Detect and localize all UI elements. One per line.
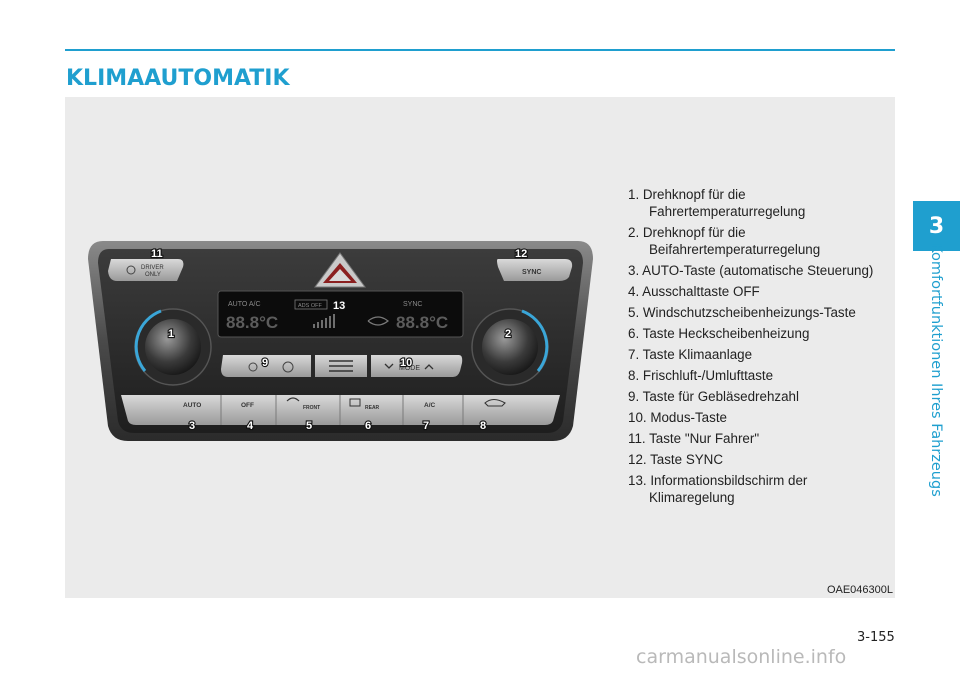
svg-text:AUTO A/C: AUTO A/C [228, 301, 261, 308]
watermark: carmanualsonline.info [636, 646, 847, 668]
callout-5: 5 [306, 420, 312, 432]
hazard-button[interactable] [314, 252, 366, 288]
svg-text:SYNC: SYNC [403, 301, 422, 308]
svg-text:REAR: REAR [365, 405, 380, 411]
climate-info-display: AUTO A/C ADS OFF SYNC 88.8°C 88.8°C [217, 290, 464, 338]
legend-item: 6. Taste Heckscheibenheizung [628, 326, 810, 341]
driver-temperature-knob[interactable] [134, 308, 212, 386]
top-rule [65, 49, 895, 51]
ac-button[interactable]: A/C [424, 402, 436, 409]
svg-text:88.8°C: 88.8°C [396, 313, 448, 332]
legend-list: 1. Drehknopf für die Fahrertemperaturreg… [628, 186, 893, 510]
driver-only-button[interactable]: DRIVER ONLY [108, 259, 184, 281]
svg-text:ADS OFF: ADS OFF [298, 303, 322, 309]
legend-item: 11. Taste "Nur Fahrer" [628, 431, 760, 446]
callout-numbers: 1 2 3 4 5 6 7 8 9 10 11 12 13 [150, 247, 528, 433]
section-title: KLIMAAUTOMATIK [66, 66, 290, 91]
front-defrost-button[interactable]: FRONT [286, 397, 320, 411]
callout-6: 6 [365, 420, 371, 432]
callout-7: 7 [423, 420, 429, 432]
sync-button[interactable]: SYNC [497, 259, 573, 281]
svg-text:DRIVER: DRIVER [141, 265, 164, 271]
callout-8: 8 [480, 420, 486, 432]
passenger-temperature-knob[interactable] [471, 308, 549, 386]
legend-item: 3. AUTO-Taste (automatische Steuerung) [628, 263, 874, 278]
svg-text:FRONT: FRONT [303, 405, 320, 411]
chapter-number-tab: 3 [913, 201, 960, 251]
legend-item: 12. Taste SYNC [628, 452, 724, 467]
callout-10: 10 [400, 357, 412, 369]
center-vent [315, 355, 367, 377]
svg-text:88.8°C: 88.8°C [226, 313, 278, 332]
callout-3: 3 [189, 420, 195, 432]
climate-figure: DRIVER ONLY SYNC AUTO A/C ADS OFF SYNC 8… [65, 97, 895, 598]
legend-item: 1. Drehknopf für die Fahrertemperaturreg… [628, 187, 806, 219]
rear-defrost-button[interactable]: REAR [349, 398, 380, 411]
off-button[interactable]: OFF [241, 402, 254, 409]
callout-11: 11 [151, 248, 163, 260]
climate-control-panel: DRIVER ONLY SYNC AUTO A/C ADS OFF SYNC 8… [88, 241, 593, 441]
figure-code: OAE046300L [826, 584, 893, 596]
callout-9: 9 [262, 357, 268, 369]
legend-item: 9. Taste für Gebläsedrehzahl [628, 389, 799, 404]
svg-text:MODE: MODE [399, 365, 420, 372]
fan-speed-button[interactable] [221, 355, 311, 377]
legend-item: 8. Frischluft-/Umlufttaste [628, 368, 774, 383]
svg-text:SYNC: SYNC [522, 269, 541, 276]
callout-13: 13 [333, 300, 345, 312]
recirculation-button[interactable] [484, 398, 506, 407]
bottom-button-row [121, 395, 560, 425]
legend-item: 2. Drehknopf für die Beifahrertemperatur… [628, 225, 821, 257]
legend-item: 7. Taste Klimaanlage [628, 347, 753, 362]
legend-item: 10. Modus-Taste [628, 410, 727, 425]
callout-1: 1 [168, 328, 174, 340]
chapter-title: Komfortfunktionen Ihres Fahrzeugs [928, 243, 944, 497]
legend-item: 13. Informationsbildschirm der Klimarege… [628, 473, 808, 505]
page-number: 3-155 [857, 630, 895, 645]
auto-button[interactable]: AUTO [183, 402, 201, 409]
legend-item: 4. Ausschalttaste OFF [628, 284, 760, 299]
callout-2: 2 [505, 328, 511, 340]
callout-12: 12 [515, 248, 527, 260]
callout-4: 4 [247, 420, 254, 432]
legend-item: 5. Windschutzscheibenheizungs-Taste [628, 305, 856, 320]
svg-text:ONLY: ONLY [145, 272, 161, 278]
mode-button[interactable]: MODE [371, 355, 463, 377]
